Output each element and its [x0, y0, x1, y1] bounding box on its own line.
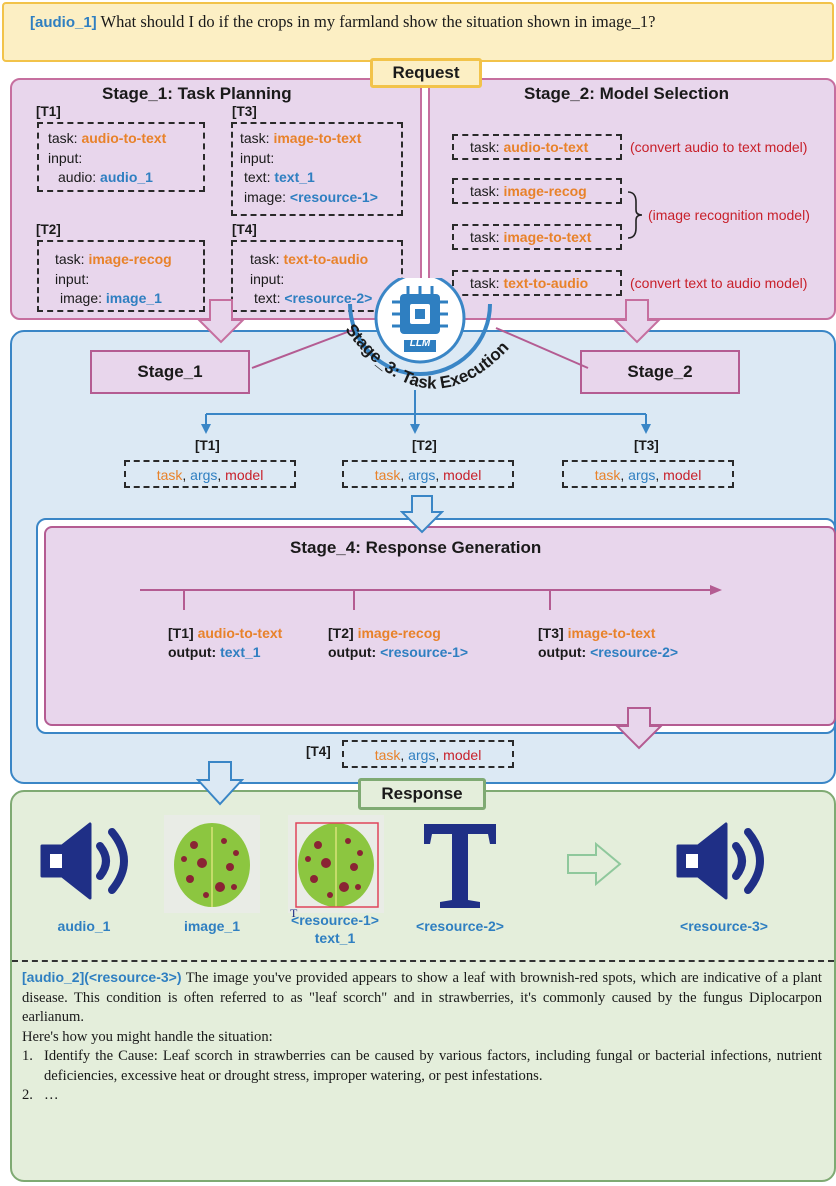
stage3-title-curve: Stage_3: Task Execution — [342, 320, 513, 392]
stage1-t3-box — [231, 122, 403, 216]
query-question: What should I do if the crops in my farm… — [96, 12, 656, 31]
stage2-item2-box — [452, 178, 622, 204]
stage1-t4-task-line: task: text-to-audio — [250, 251, 369, 267]
stage1-t1-input: input: — [48, 150, 83, 166]
stage2-down-arrow — [612, 299, 662, 344]
svg-text:Stage_3: Task Execution: Stage_3: Task Execution — [342, 320, 513, 392]
exec-t4-box: task, args, model — [342, 740, 514, 768]
stage2-item4: task: text-to-audio — [470, 275, 589, 291]
exec-t2-id: [T2] — [412, 438, 437, 453]
stage1-t2-task-line: task: image-recog — [55, 251, 172, 267]
stage2-item3: task: image-to-text — [470, 229, 592, 245]
llm-label: LLM — [409, 338, 431, 349]
request-label: Request — [370, 58, 482, 88]
llm-links — [251, 327, 589, 369]
exec-t1-id: [T1] — [195, 438, 220, 453]
stage1-t3-task-line: task: image-to-text — [240, 130, 362, 146]
text-t-icon — [424, 824, 496, 908]
gen-down-arrow — [614, 707, 664, 750]
stage1-t3-arg-text: text: text_1 — [244, 169, 315, 185]
stage1-t4-arg: text: <resource-2> — [254, 290, 373, 306]
detection-mark: T — [290, 906, 298, 920]
stage1-t1-task-line: task: audio-to-text — [48, 130, 167, 146]
stage1-t2-id: [T2] — [36, 222, 61, 237]
panel-divider — [420, 78, 430, 318]
answer-item-1: 1.Identify the Cause: Leaf scorch in str… — [22, 1048, 822, 1084]
stage1-title: Stage_1: Task Planning — [102, 84, 292, 103]
leaf-image — [164, 815, 260, 913]
response-right-arrow — [567, 842, 622, 886]
resource-1-label: <resource-1> — [291, 912, 379, 928]
stage1-t1-box — [37, 122, 205, 192]
exec-t3-id: [T3] — [634, 438, 659, 453]
stage1-t4-id: [T4] — [232, 222, 257, 237]
answer-tag: [audio_2](<resource-3>) — [22, 969, 182, 985]
stage4-title: Stage_4: Response Generation — [290, 538, 542, 557]
gen-t1-head: [T1] audio-to-text — [168, 625, 283, 641]
stage1-t1-id: [T1] — [36, 104, 61, 119]
stage1-panel — [10, 78, 422, 320]
stage2-brace — [627, 191, 643, 239]
text-1-label: text_1 — [314, 930, 356, 946]
query-text: [audio_1] What should I do if the crops … — [30, 12, 655, 32]
stage3-stage2-box: Stage_2 — [580, 350, 740, 394]
stage2-item1-box — [452, 134, 622, 160]
exec-t4-id: [T4] — [306, 744, 331, 759]
image-1-label: image_1 — [183, 918, 241, 934]
stage2-item3-box — [452, 224, 622, 250]
stage2-panel — [428, 78, 836, 320]
stage2-item2: task: image-recog — [470, 183, 587, 199]
stage3-stage1-box: Stage_1 — [90, 350, 250, 394]
gen-t3-output: output: <resource-2> — [538, 644, 679, 660]
stage1-t3-arg-image: image: <resource-1> — [244, 189, 378, 205]
stage2-item4-note: (convert text to audio model) — [630, 275, 808, 291]
stage2-item1: task: audio-to-text — [470, 139, 589, 155]
gen-t2-head: [T2] image-recog — [328, 625, 441, 641]
stage1-t3-input: input: — [240, 150, 275, 166]
stage1-t1-task: audio-to-text — [81, 130, 167, 146]
audio-1-label: audio_1 — [57, 918, 111, 934]
answer-text: [audio_2](<resource-3>) The image you've… — [22, 968, 822, 1106]
answer-item-2: 2.… — [22, 1087, 59, 1103]
llm-badge — [348, 278, 492, 376]
answer-intro: [audio_2](<resource-3>) The image you've… — [22, 969, 822, 1025]
answer-lead: Here's how you might handle the situatio… — [22, 1028, 273, 1045]
stage2-item4-box — [452, 270, 622, 296]
resource-2-label: <resource-2> — [416, 918, 504, 934]
stage1-t2-box — [37, 240, 205, 312]
stage1-t1-arg: audio: audio_1 — [58, 169, 153, 185]
stage1-t2-arg: image: image_1 — [60, 290, 162, 306]
query-tag: [audio_1] — [30, 14, 97, 31]
timeline — [140, 585, 722, 610]
resource-3-speaker-icon — [676, 822, 764, 900]
stage3-title: Stage_3: Task Execution — [342, 320, 513, 392]
stage2-title: Stage_2: Model Selection — [524, 84, 729, 103]
stage2-item2-note: (image recognition model) — [648, 207, 810, 223]
stage1-t2-input: input: — [55, 271, 90, 287]
stage1-t3-id: [T3] — [232, 104, 257, 119]
gen-t3-head: [T3] image-to-text — [538, 625, 656, 641]
resource-3-label: <resource-3> — [680, 918, 768, 934]
gen-t2-output: output: <resource-1> — [328, 644, 469, 660]
query-bar — [2, 2, 834, 62]
audio-speaker-icon — [40, 822, 128, 900]
exec-t1-box: task, args, model — [124, 460, 296, 488]
exec-t2-box: task, args, model — [342, 460, 514, 488]
exec-to-response-arrow — [196, 761, 244, 806]
stage2-item1-note: (convert audio to text model) — [630, 139, 808, 155]
exec-t3-box: task, args, model — [562, 460, 734, 488]
gen-t1-output: output: text_1 — [168, 644, 261, 660]
generation-panel — [44, 526, 836, 726]
stage1-t4-box — [231, 240, 403, 312]
response-label: Response — [358, 778, 486, 810]
stage1-down-arrow — [196, 299, 246, 344]
exec-to-gen-arrow — [400, 495, 444, 534]
leaf-detection-image — [288, 815, 384, 913]
response-divider — [12, 960, 834, 962]
stage1-t4-input: input: — [250, 271, 285, 287]
task-branch-arrows — [201, 390, 651, 434]
